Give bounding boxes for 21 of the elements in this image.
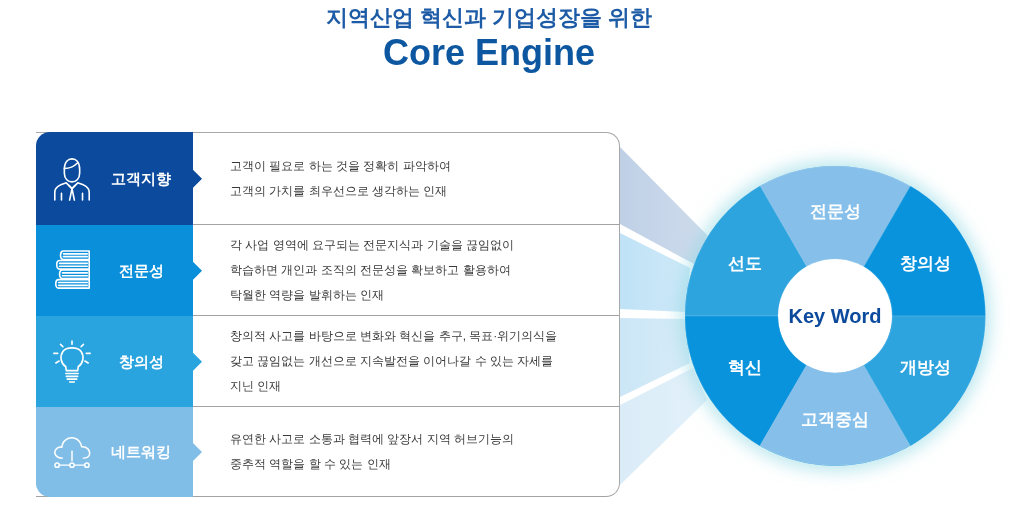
- description-text: 각 사업 영역에 요구되는 전문지식과 기술을 끊임없이 학습하면 개인과 조직의 전문성을 확보하고 활용하여 탁월한 역량을 발휘하는 인재: [230, 236, 515, 304]
- heading-label: 고객지향: [111, 169, 171, 188]
- feature-row: [36, 316, 620, 407]
- description-text: 고객이 필요로 하는 것을 정확히 파악하여 고객의 가치를 최우선으로 생각하는 인재: [230, 157, 452, 200]
- segment-label: 전문성: [809, 202, 861, 222]
- feature-row: [36, 407, 620, 497]
- description-text: 유연한 사고로 소통과 협력에 앞장서 지역 허브기능의 중추적 역할을 할 수 있는 인재: [230, 430, 515, 473]
- segment-label: 개방성: [899, 358, 951, 378]
- segment-label: 고객중심: [801, 410, 869, 430]
- feature-row: [36, 132, 620, 225]
- subtitle: Core Engine: [383, 33, 595, 73]
- segment-label: 혁신: [727, 358, 762, 378]
- segment-label: 선도: [727, 254, 762, 274]
- center-label: Key Word: [788, 304, 882, 328]
- title: 지역산업 혁신과 기업성장을 위한: [325, 5, 653, 31]
- heading-label: 전문성: [118, 261, 164, 280]
- feature-row: [36, 225, 620, 316]
- heading-label: 창의성: [118, 352, 164, 371]
- segment-label: 창의성: [899, 254, 951, 274]
- description-text: 창의적 사고를 바탕으로 변화와 혁신을 추구, 목표·위기의식을 갖고 끊임없는 개선으로 지속발전을 이어나갈 수 있는 자세를 지닌 인재: [230, 327, 559, 395]
- heading-label: 네트워킹: [111, 443, 171, 461]
